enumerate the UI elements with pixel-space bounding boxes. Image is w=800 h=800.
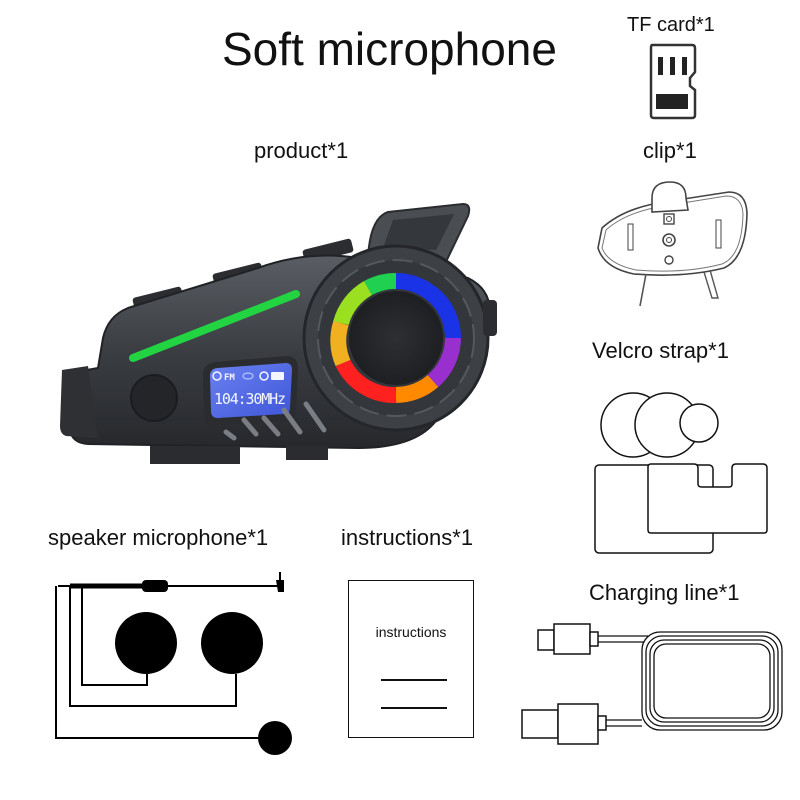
instructions-label: instructions*1 <box>341 525 474 550</box>
mounting-clip-icon <box>597 181 748 307</box>
tf-card-label: TF card*1 <box>627 14 715 36</box>
velcro-strap-label: Velcro strap*1 <box>592 338 729 363</box>
bluetooth-intercom-device: FM 104:30MHz <box>60 202 497 464</box>
booklet-line <box>381 707 447 709</box>
lcd-frequency: 104:30MHz <box>214 390 286 408</box>
velcro-strap-icon <box>594 392 768 554</box>
page-title-text: Soft microphone <box>222 23 557 75</box>
lcd-mode: FM <box>224 373 235 383</box>
tf-card-icon <box>649 43 697 120</box>
booklet-line <box>381 679 447 681</box>
speaker-microphone-label: speaker microphone*1 <box>48 525 269 550</box>
clip-label: clip*1 <box>643 138 697 163</box>
charging-line-label: Charging line*1 <box>589 580 740 605</box>
product-label: product*1 <box>254 138 349 163</box>
speaker-microphone-icon <box>55 572 292 755</box>
booklet-title: instructions <box>375 624 447 640</box>
charging-cable-icon <box>521 623 783 745</box>
instructions-booklet-icon: instructions <box>348 580 474 738</box>
